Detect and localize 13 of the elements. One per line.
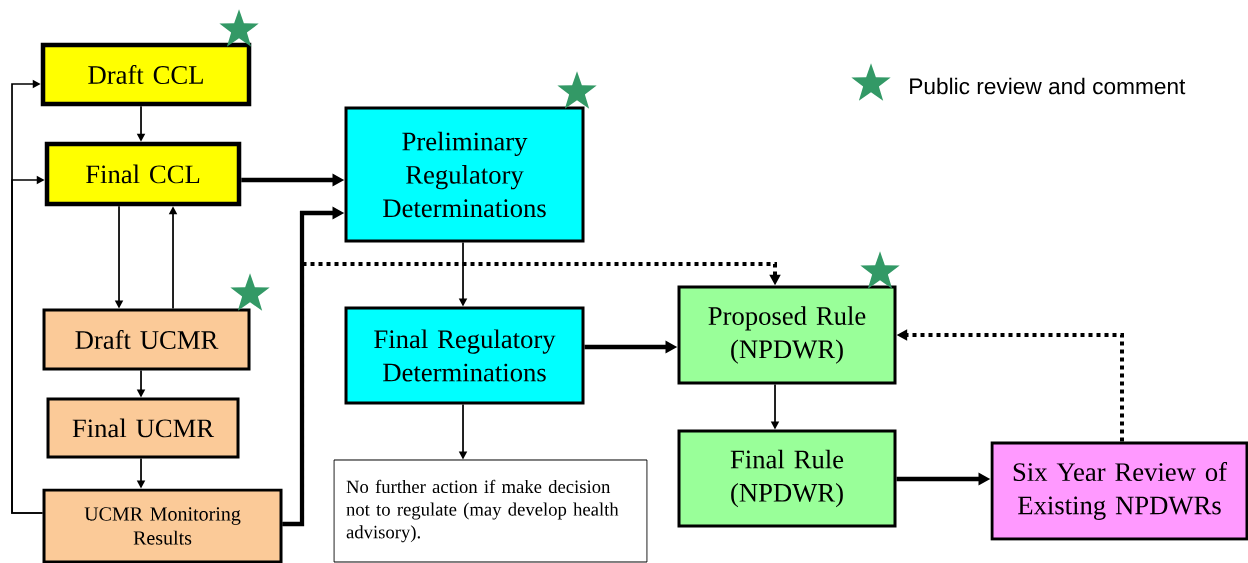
process-box: Preliminary Regulatory Determinations: [344, 106, 585, 243]
process-box: Final CCL: [44, 141, 242, 207]
process-box: Draft CCL: [40, 42, 252, 107]
note-box: No further action if make decision not to regulate (may develop health advisory).: [333, 459, 648, 563]
process-box: Final Rule (NPDWR): [677, 429, 897, 528]
arrow: [282, 262, 781, 526]
process-box: Six Year Review of Existing NPDWRs: [990, 441, 1248, 541]
process-box: Draft UCMR: [42, 308, 251, 371]
legend-text: Public review and comment: [910, 77, 1186, 95]
process-box: Final UCMR: [46, 397, 240, 459]
process-box: Proposed Rule (NPDWR): [677, 285, 897, 385]
process-box: UCMR Monitoring Results: [42, 488, 283, 563]
process-box: Final Regulatory Determinations: [344, 306, 585, 405]
